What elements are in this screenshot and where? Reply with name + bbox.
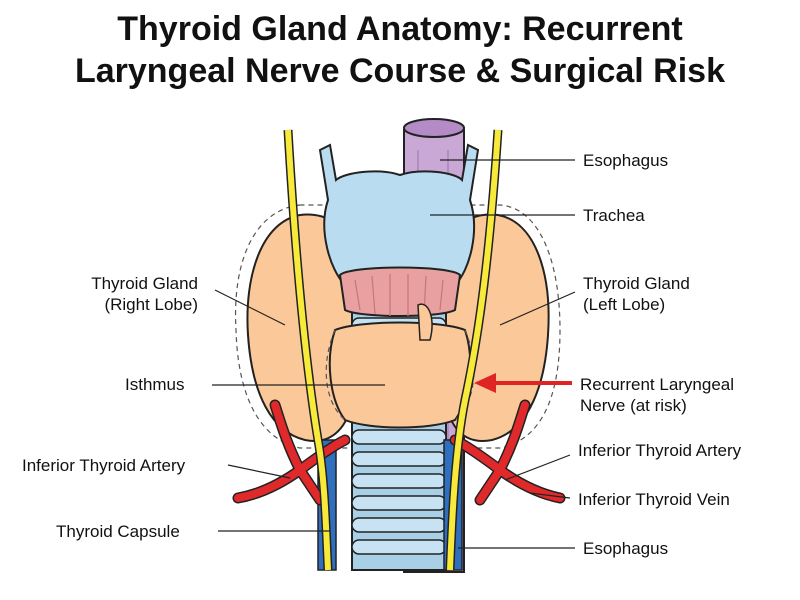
label-thyroid-left-lobe: Thyroid Gland (Left Lobe) — [583, 273, 690, 315]
recurrent-laryngeal-nerve-left — [445, 129, 503, 571]
label-thyroid-right-lobe: Thyroid Gland (Right Lobe) — [91, 273, 198, 315]
label-thyroid-left-line1: Thyroid Gland — [583, 274, 690, 293]
label-inferior-thyroid-artery-right: Inferior Thyroid Artery — [22, 456, 186, 475]
label-isthmus: Isthmus — [125, 375, 185, 394]
title-line-2: Laryngeal Nerve Course & Surgical Risk — [74, 52, 726, 90]
label-trachea: Trachea — [583, 206, 645, 225]
label-inferior-thyroid-vein: Inferior Thyroid Vein — [578, 490, 730, 509]
rln-risk-arrow — [474, 373, 572, 393]
label-thyroid-left-line2: (Left Lobe) — [583, 295, 666, 314]
label-inferior-thyroid-artery-left: Inferior Thyroid Artery — [578, 441, 742, 460]
label-esophagus-bottom: Esophagus — [583, 539, 669, 558]
title-line-1: Thyroid Gland Anatomy: Recurrent — [117, 10, 683, 48]
thyroid-cartilage — [318, 143, 480, 286]
label-rln-line2: Nerve (at risk) — [580, 396, 687, 415]
thyroid-isthmus — [328, 321, 472, 429]
label-thyroid-right-line1: Thyroid Gland — [91, 274, 198, 293]
recurrent-laryngeal-nerve-right — [283, 129, 333, 571]
cricothyroid-muscle — [338, 266, 462, 317]
label-rln-line1: Recurrent Laryngeal — [580, 375, 735, 394]
label-thyroid-right-line2: (Right Lobe) — [104, 295, 198, 314]
label-thyroid-capsule: Thyroid Capsule — [56, 522, 180, 541]
label-recurrent-laryngeal-nerve: Recurrent Laryngeal Nerve (at risk) — [580, 374, 734, 416]
label-esophagus-top: Esophagus — [583, 151, 669, 170]
diagram-title: Thyroid Gland Anatomy: Recurrent Larynge… — [0, 8, 800, 92]
leader-lines — [212, 159, 576, 549]
